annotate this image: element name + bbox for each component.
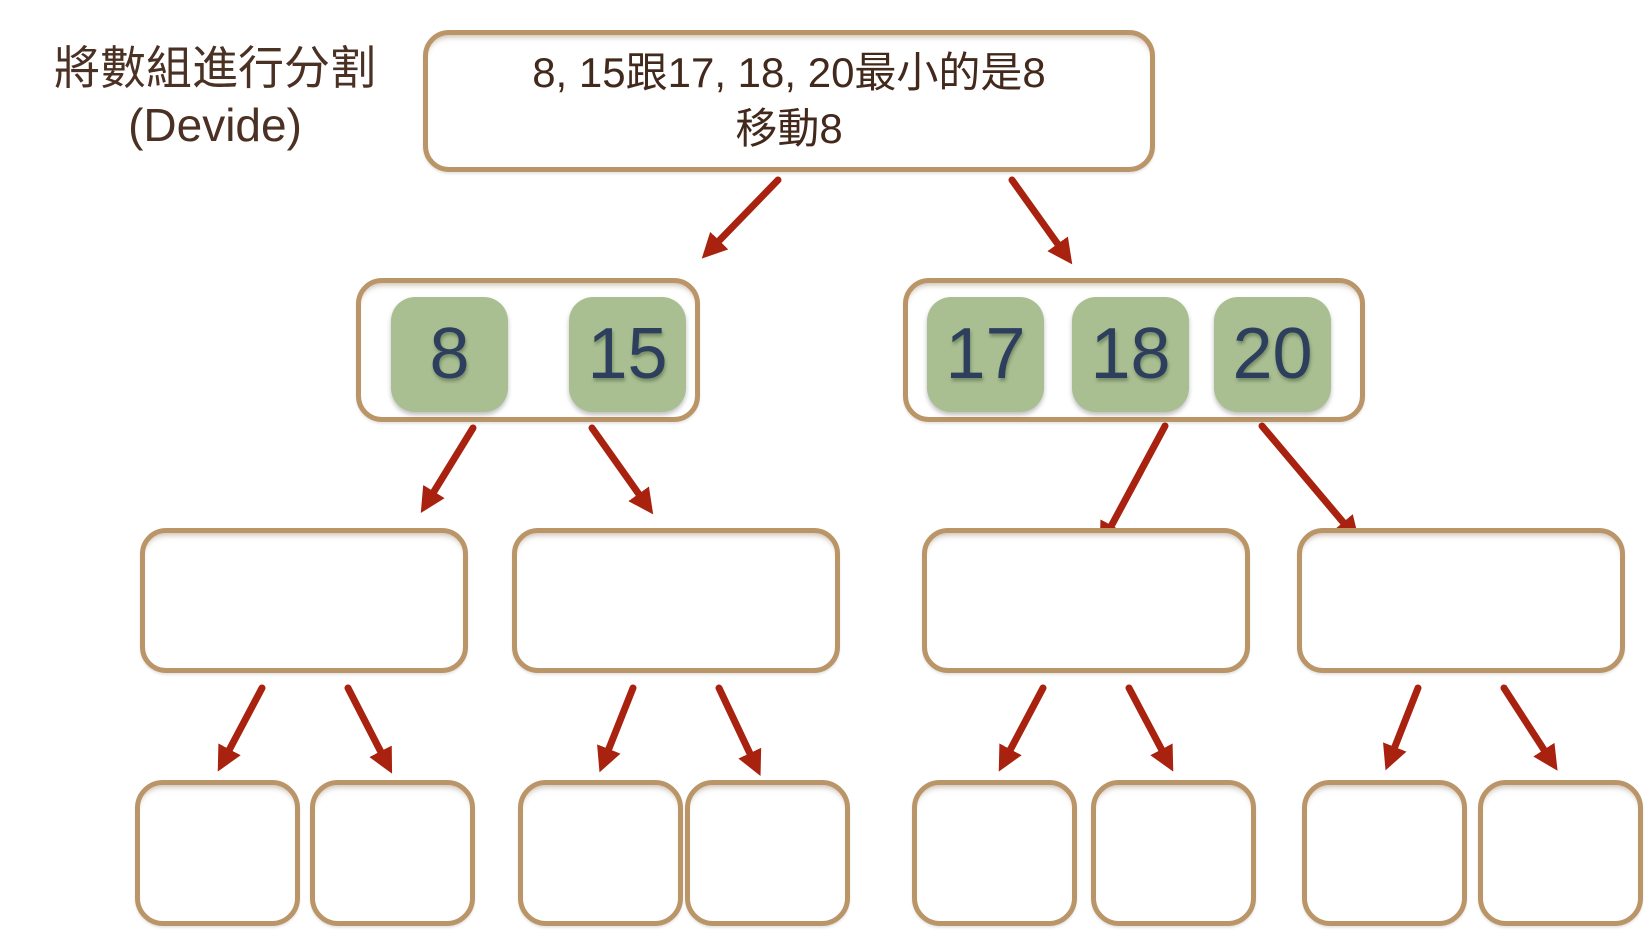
node-l3-box-2 (512, 528, 840, 673)
value-tile-15: 15 (569, 297, 686, 412)
title-line2: (Devide) (128, 99, 302, 151)
node-group-17-18-20: 17 18 20 (903, 278, 1365, 422)
value-tile-17: 17 (927, 297, 1044, 412)
value-tile-8: 8 (391, 297, 508, 412)
arrow-l3box3-to-l4box6 (1125, 684, 1174, 772)
arrow-l3box1-to-l4box1 (217, 684, 266, 772)
node-l3-box-3 (922, 528, 1250, 673)
arrow-leftgroup-to-l3box2 (588, 424, 654, 515)
value-tile-20: 20 (1214, 297, 1331, 412)
value-tile-18: 18 (1072, 297, 1189, 412)
arrow-l3box2-to-l4box3 (597, 684, 637, 773)
node-l4-box-6 (1091, 780, 1256, 926)
arrow-leftgroup-to-l3box1 (420, 424, 477, 514)
arrow-l3box2-to-l4box4 (715, 684, 762, 776)
node-l4-box-5 (912, 780, 1077, 926)
node-l4-box-2 (310, 780, 475, 926)
node-root-note: 8, 15跟17, 18, 20最小的是8 移動8 (423, 30, 1155, 172)
arrow-l3box3-to-l4box5 (998, 684, 1047, 772)
root-note-line1: 8, 15跟17, 18, 20最小的是8 (532, 49, 1046, 96)
node-l3-box-4 (1297, 528, 1625, 673)
arrow-l3box1-to-l4box2 (344, 684, 393, 774)
arrow-rightgroup-to-l3box3 (1099, 422, 1169, 548)
arrow-l3box4-to-l4box8 (1500, 684, 1558, 771)
arrow-root-to-right-group (1008, 176, 1073, 265)
node-l4-box-8 (1478, 780, 1643, 926)
arrow-rightgroup-to-l3box4 (1258, 422, 1360, 542)
title-line1: 將數組進行分割 (54, 42, 376, 94)
arrow-root-to-left-group (701, 176, 782, 259)
node-l4-box-7 (1302, 780, 1467, 926)
node-l4-box-1 (135, 780, 300, 926)
arrow-l3box4-to-l4box7 (1383, 684, 1422, 771)
node-l4-box-4 (685, 780, 850, 926)
root-note-line2: 移動8 (735, 105, 843, 152)
node-group-8-15: 8 15 (356, 278, 700, 422)
node-l3-box-1 (140, 528, 468, 673)
page-title: 將數組進行分割 (Devide) (10, 40, 420, 154)
node-l4-box-3 (518, 780, 683, 926)
